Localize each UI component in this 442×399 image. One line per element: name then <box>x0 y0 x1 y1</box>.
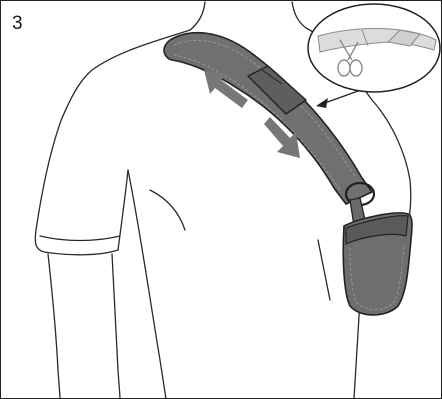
arm-inner <box>112 254 120 399</box>
sleeve-hem <box>40 236 120 241</box>
head-line <box>292 2 306 28</box>
detail-callout <box>308 4 440 92</box>
callout-arrowhead <box>316 98 328 108</box>
shirt-fold <box>318 240 330 300</box>
arm-outline <box>48 254 60 399</box>
neck-line <box>190 2 205 30</box>
armpit-seam <box>118 170 128 250</box>
shoulder-blade <box>150 190 185 230</box>
back-line <box>128 170 166 399</box>
step-number: 3 <box>12 14 23 34</box>
bag-pouch <box>343 213 412 315</box>
sleeve-outline <box>35 118 118 255</box>
torso-right-lower <box>354 300 360 399</box>
